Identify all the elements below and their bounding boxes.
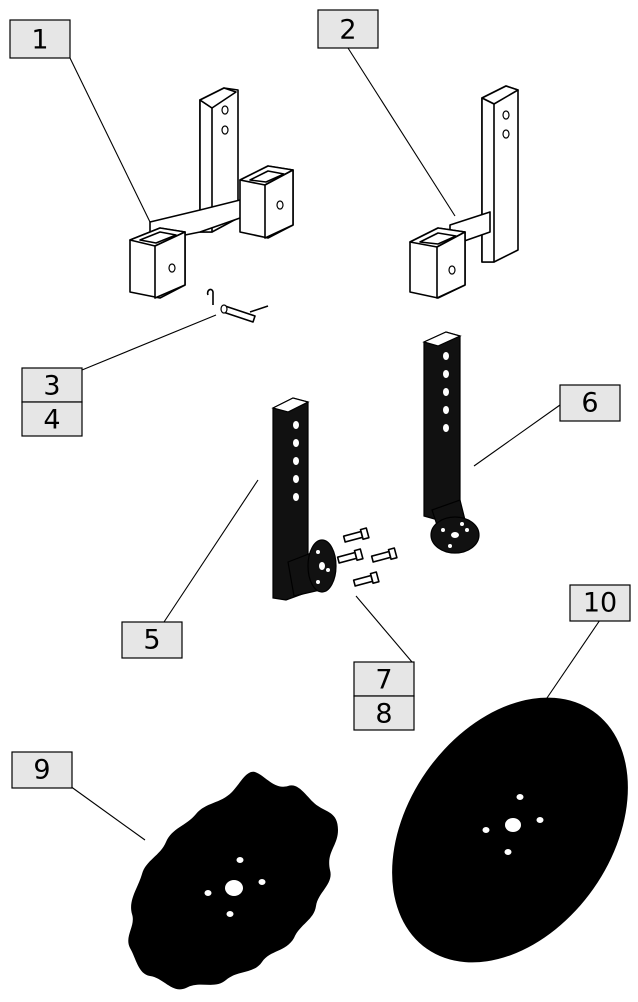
leader-2: [347, 47, 456, 217]
callout-9: 9: [11, 751, 73, 789]
leader-1: [69, 57, 151, 223]
part-5-disc-arm: [271, 397, 337, 601]
part-3-4-pin-clip: [206, 288, 269, 323]
part-9-notched-disc: [128, 771, 338, 990]
callout-6: 6: [559, 384, 621, 422]
svg-text:4: 4: [43, 405, 60, 436]
callout-4: 4: [21, 401, 83, 437]
svg-text:10: 10: [583, 588, 617, 619]
part-6-disc-arm: [422, 331, 480, 554]
svg-text:2: 2: [339, 15, 356, 46]
svg-text:9: 9: [33, 755, 50, 786]
part-2-single-bracket: [409, 85, 519, 299]
callout-1: 1: [9, 19, 71, 59]
part-7-8-bolts: [336, 527, 398, 587]
svg-text:1: 1: [31, 25, 48, 56]
callout-10: 10: [569, 584, 631, 622]
callout-8: 8: [353, 695, 415, 731]
leader-9: [69, 785, 146, 841]
callout-2: 2: [317, 9, 379, 49]
leader-7-8: [355, 595, 413, 663]
svg-text:5: 5: [143, 625, 160, 656]
svg-text:6: 6: [581, 388, 598, 419]
svg-text:7: 7: [375, 665, 392, 696]
callout-3: 3: [21, 367, 83, 403]
svg-text:3: 3: [43, 371, 60, 402]
part-1-double-bracket: [129, 87, 294, 299]
leader-3-4: [81, 314, 217, 371]
leader-5: [163, 479, 259, 623]
callout-7: 7: [353, 661, 415, 697]
leader-6: [473, 404, 561, 467]
part-10-plain-disc: [392, 697, 628, 963]
svg-text:8: 8: [375, 699, 392, 730]
callout-5: 5: [121, 621, 183, 659]
